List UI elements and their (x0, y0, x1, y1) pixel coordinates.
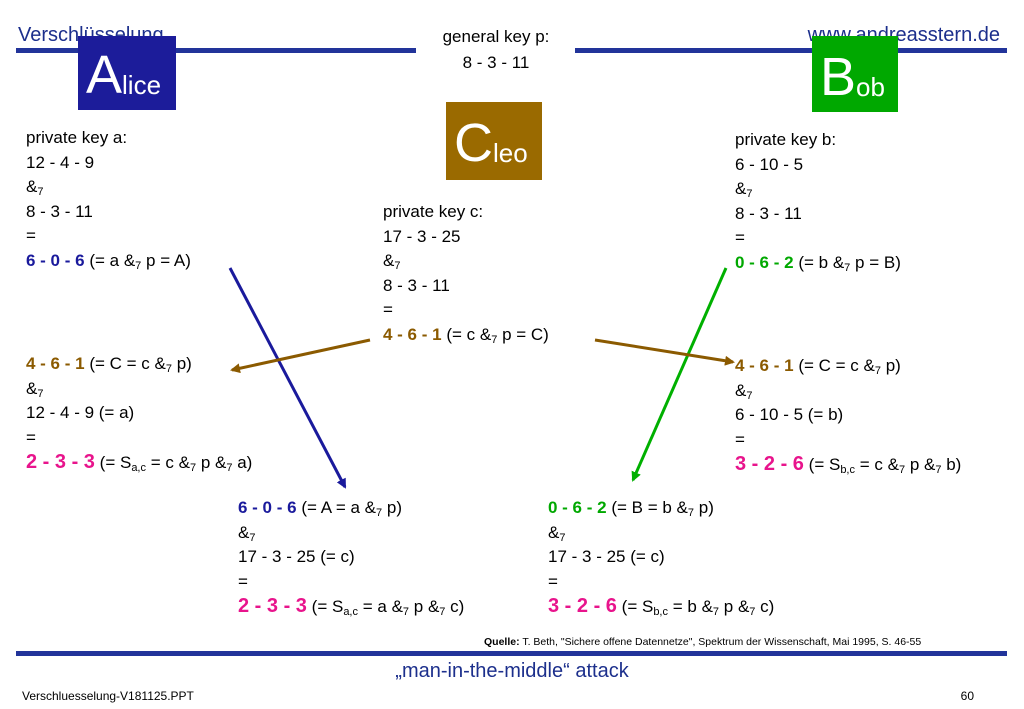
alice-recv-op: &7 (26, 378, 44, 400)
alice-recv-key: 12 - 4 - 9 (= a) (26, 403, 135, 422)
arrow-alice-to-cleo (228, 267, 347, 489)
bob-recv-key: 6 - 10 - 5 (= b) (735, 405, 844, 424)
cleo-from-bob-calc: 0 - 6 - 2 (= B = b &7 p) &7 17 - 3 - 25 … (548, 496, 774, 622)
bob-recv-eq: = (735, 429, 745, 449)
general-key: general key p: 8 - 3 - 11 (420, 24, 572, 76)
arrow-bob-to-cleo (631, 267, 728, 482)
source-label: Quelle: (484, 636, 520, 648)
cleo-fb-eq: = (548, 571, 558, 591)
footer-divider (16, 651, 1007, 656)
cleo-eq: = (383, 300, 393, 319)
cleo-key: 17 - 3 - 25 (383, 226, 461, 246)
bob-op: &7 (735, 179, 753, 200)
cleo-p: 8 - 3 - 11 (383, 275, 450, 295)
alice-receive-calc: 4 - 6 - 1 (= C = c &7 p) &7 12 - 4 - 9 (… (26, 352, 252, 478)
alice-result: 6 - 0 - 6 (= a &7 p = A) (26, 250, 191, 272)
general-key-label: general key p: (442, 27, 550, 46)
bob-rest: ob (856, 72, 885, 102)
alice-p: 8 - 3 - 11 (26, 201, 93, 221)
arrow-cleo-to-bob (594, 338, 735, 366)
bob-eq: = (735, 228, 745, 247)
cleo-rest: leo (493, 138, 528, 168)
source-text: T. Beth, "Sichere offene Datennetze", Sp… (522, 636, 922, 648)
cleo-from-alice-calc: 6 - 0 - 6 (= A = a &7 p) &7 17 - 3 - 25 … (238, 496, 464, 622)
bob-p: 8 - 3 - 11 (735, 203, 802, 223)
alice-initial: A (86, 45, 123, 105)
bob-key-label: private key b: (735, 130, 837, 149)
cleo-fa-secret: 2 - 3 - 3 (= Sa,c = a &7 p &7 c) (238, 595, 465, 618)
cleo-fb-op: &7 (548, 522, 566, 544)
alice-recv-eq: = (26, 427, 36, 447)
footer-page: 60 (960, 689, 974, 703)
bob-key: 6 - 10 - 5 (735, 154, 804, 174)
cleo-fa-key: 17 - 3 - 25 (= c) (238, 547, 355, 566)
cleo-fa-value: 6 - 0 - 6 (= A = a &7 p) (238, 498, 402, 519)
bob-key-calc: private key b: 6 - 10 - 5 &7 8 - 3 - 11 … (735, 128, 901, 275)
bob-recv-value: 4 - 6 - 1 (= C = c &7 p) (735, 356, 901, 377)
cleo-result: 4 - 6 - 1 (= c &7 p = C) (383, 324, 549, 346)
alice-op: &7 (26, 177, 44, 198)
cleo-fa-op: &7 (238, 522, 256, 544)
header-divider-right (575, 48, 1007, 53)
alice-recv-value: 4 - 6 - 1 (= C = c &7 p) (26, 354, 192, 375)
alice-secret: 2 - 3 - 3 (= Sa,c = c &7 p &7 a) (26, 451, 253, 474)
general-key-value: 8 - 3 - 11 (462, 53, 530, 72)
arrow-cleo-to-alice (230, 338, 371, 374)
bob-recv-op: &7 (735, 380, 753, 402)
cleo-fb-key: 17 - 3 - 25 (= c) (548, 547, 665, 566)
alice-rest: lice (122, 70, 162, 100)
cleo-key-calc: private key c: 17 - 3 - 25 &7 8 - 3 - 11… (383, 200, 549, 347)
footer-file: Verschluesselung-V181125.PPT (22, 689, 194, 703)
bob-receive-calc: 4 - 6 - 1 (= C = c &7 p) &7 6 - 10 - 5 (… (735, 354, 961, 480)
header-divider-left (16, 48, 416, 53)
cleo-initial: C (454, 113, 493, 173)
bob-initial: B (820, 47, 857, 107)
alice-key-label: private key a: (26, 128, 128, 147)
alice-key: 12 - 4 - 9 (26, 152, 95, 172)
cleo-op: &7 (383, 251, 401, 272)
alice-eq: = (26, 226, 36, 245)
slide-subtitle: „man-in-the-middle“ attack (395, 660, 629, 682)
source-citation: Quelle: T. Beth, "Sichere offene Datenne… (484, 636, 921, 648)
cleo-fb-value: 0 - 6 - 2 (= B = b &7 p) (548, 498, 714, 519)
cleo-key-label: private key c: (383, 202, 484, 221)
bob-result: 0 - 6 - 2 (= b &7 p = B) (735, 252, 901, 274)
bob-secret: 3 - 2 - 6 (= Sb,c = c &7 p &7 b) (735, 453, 962, 476)
cleo-fa-eq: = (238, 571, 248, 591)
alice-key-calc: private key a: 12 - 4 - 9 &7 8 - 3 - 11 … (26, 126, 191, 273)
cleo-fb-secret: 3 - 2 - 6 (= Sb,c = b &7 p &7 c) (548, 595, 775, 618)
